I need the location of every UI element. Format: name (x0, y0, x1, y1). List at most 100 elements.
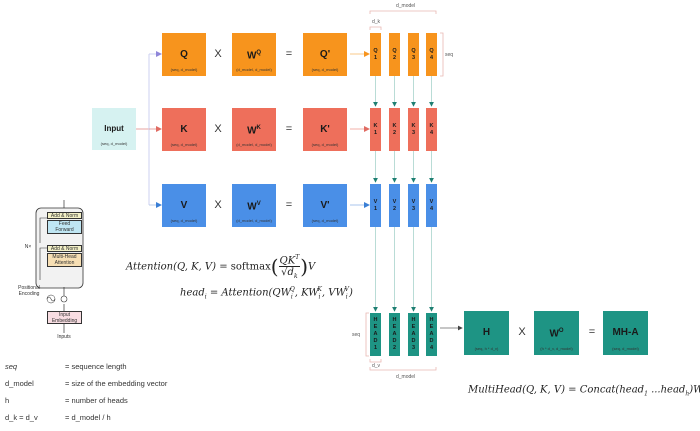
k-weight-label: WK (247, 122, 261, 137)
k-result-label: K' (320, 124, 330, 136)
head-sub: i (204, 293, 207, 301)
sine-wave-icon (46, 296, 56, 302)
k-column-2: K 2 (389, 108, 400, 151)
sqrt-sign: √ (281, 267, 288, 279)
v-weight-dims: (d_model, d_model) (236, 218, 272, 223)
v-input-label: V (181, 200, 188, 212)
k-column-1: K 1 (370, 108, 381, 151)
v-weight-sup: V (256, 200, 261, 207)
multi-head-attention-block: Multi-Head Attention (47, 253, 82, 267)
h-matrix: H (seq, h * d_v) (464, 311, 509, 355)
d-model-top-bracket (369, 10, 437, 14)
positional-add-icon (60, 295, 68, 303)
positional-encoding-label: Positional Encoding (18, 285, 40, 297)
d-k-label: d_k (372, 19, 381, 25)
k-input-label: K (180, 124, 187, 136)
head-rhs: = Attention(QW (206, 287, 291, 299)
k-multiply-sign: X (214, 123, 222, 135)
q-result-dims: (seq, d_model) (311, 67, 339, 72)
k-input-label-text: K (180, 123, 188, 135)
k-column-3: K 3 (408, 108, 419, 151)
k-result-dims: (seq, d_model) (311, 142, 339, 147)
d-k-bracket (369, 26, 382, 30)
equals-sign-output: = (588, 326, 596, 338)
multiply-sign-output: X (518, 326, 526, 338)
k-equals-sign: = (285, 123, 293, 135)
v-weight-label-text: W (247, 201, 257, 213)
fraction-numerator: QKT (278, 252, 301, 268)
nx-label: N× (24, 244, 32, 250)
wo-dims: (h * d_v, d_model) (540, 346, 573, 351)
q-input-dims: (seq, d_model) (170, 67, 198, 72)
v-input-label-text: V (180, 199, 188, 211)
k-column-4: K 4 (426, 108, 437, 151)
seq-top-bracket (440, 32, 444, 77)
k-input-matrix: K(seq, d_model) (162, 108, 206, 151)
feed-forward-block: Feed Forward (47, 220, 82, 234)
v-weight-label: WV (247, 198, 260, 213)
q-multiply-sign: X (214, 48, 222, 60)
q-input-label: Q (180, 49, 188, 61)
v-result-dims: (seq, d_model) (311, 218, 339, 223)
input-dims: (seq, d_model) (100, 141, 128, 146)
q-weight-sup: Q (256, 49, 262, 56)
q-input-label-text: Q (180, 48, 188, 60)
column-connectors (373, 76, 434, 312)
num-text: QK (279, 255, 296, 267)
fraction-denominator: √dk (279, 266, 301, 282)
q-column-4: Q 4 (426, 33, 437, 76)
mha-label: MH-A (612, 327, 639, 338)
head-column-2: H E A D 2 (389, 313, 400, 356)
multihead-tail: )W (689, 384, 700, 396)
legend-value: = d_model / h (65, 413, 111, 422)
d-v-label: d_v (372, 363, 381, 369)
den-sub: k (293, 273, 298, 281)
q-result-label-text: Q' (319, 48, 331, 60)
d-model-bottom-bracket (369, 367, 437, 371)
q-column-3: Q 3 (408, 33, 419, 76)
den-text: d (287, 267, 294, 279)
attention-tail: V (308, 261, 316, 273)
k-result-matrix: K' (seq, d_model) (303, 108, 347, 151)
q-column-2: Q 2 (389, 33, 400, 76)
attention-lhs: Attention(Q, K, V) = (126, 261, 231, 273)
d-model-bottom-label: d_model (396, 374, 416, 380)
h-dims: (seq, h * d_v) (474, 346, 499, 351)
v-result-label: V' (320, 200, 329, 212)
v-input-dims: (seq, d_model) (170, 218, 198, 223)
legend-value: = sequence length (65, 362, 127, 371)
add-norm-top: Add & Norm (47, 212, 82, 219)
head-text: head (180, 287, 205, 299)
q-input-matrix: Q (seq, d_model) (162, 33, 206, 76)
d-model-top-label: d_model (396, 3, 416, 9)
d-v-bracket (369, 359, 382, 363)
v-weight-matrix: WV (d_model, d_model) (232, 184, 276, 227)
legend-value: = number of heads (65, 396, 128, 405)
k-result-label-text: K' (320, 123, 330, 135)
num-sup: T (295, 254, 300, 261)
input-label: Input (104, 124, 124, 133)
seq-bottom-bracket (365, 312, 369, 357)
v-multiply-sign: X (214, 199, 222, 211)
legend-key: seq (5, 362, 18, 371)
q-weight-label-text: W (246, 50, 257, 62)
head-column-4: H E A D 4 (426, 313, 437, 356)
q-result-label: Q' (320, 49, 330, 61)
q-equals-sign: = (285, 48, 293, 60)
multihead-subh: h (685, 390, 690, 398)
head-column-3: H E A D 3 (408, 313, 419, 356)
multihead-mid: ...head (647, 384, 686, 396)
wo-sup: O (558, 328, 564, 335)
q-weight-matrix: WQ(d_model, d_model) (232, 33, 276, 76)
v-column-3: V 3 (408, 184, 419, 227)
k-weight-matrix: WK(d_model, d_model) (232, 108, 276, 151)
head-formula: headi = Attention(QWiQ, KWiK, VWiV) (180, 286, 353, 301)
paren-close: ) (300, 254, 309, 279)
mha-dims: (seq, d_model) (612, 346, 639, 351)
v-equals-sign: = (285, 199, 293, 211)
head-column-1: H E A D 1 (370, 313, 381, 356)
seq-bottom-label: seq (352, 332, 361, 338)
legend-key: d_k = d_v (5, 413, 38, 422)
multihead-text: MultiHead(Q, K, V) = Concat(head (468, 384, 645, 396)
den-inner: dk (287, 266, 298, 281)
